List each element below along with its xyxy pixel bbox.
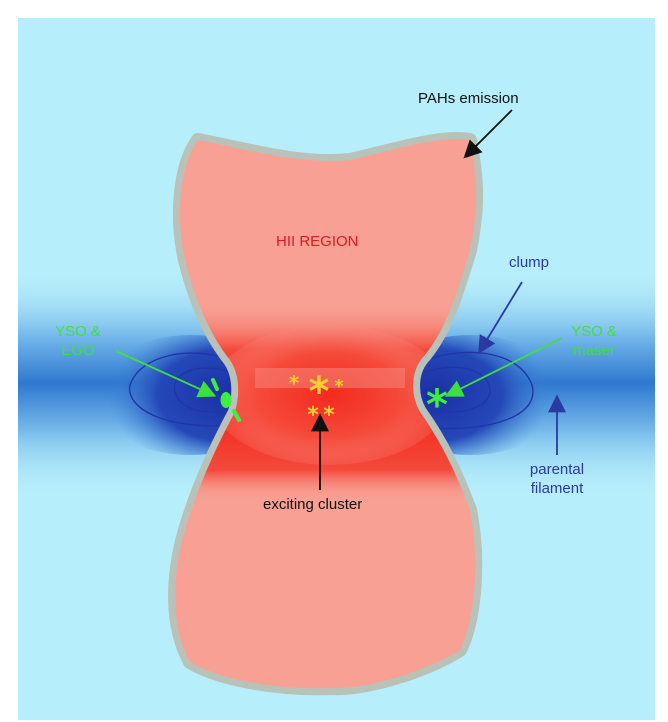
yso-ego-label-line2: EGO [52, 341, 104, 360]
pahs-emission-label: PAHs emission [418, 89, 519, 108]
yso-ego-label-line1: YSO & [52, 322, 104, 341]
clump-label: clump [509, 253, 549, 272]
star-small-2: * [334, 376, 344, 397]
yso-maser-label-line2: maser [566, 341, 622, 360]
parental-filament-label: parental filament [522, 460, 592, 498]
star-small-4: * [323, 403, 335, 428]
star-small-3: * [307, 403, 319, 428]
yso-maser-label-line1: YSO & [566, 322, 622, 341]
yso-ego-label: YSO & EGO [52, 322, 104, 360]
star-small-1: * [289, 371, 300, 395]
hii-region-label: HII REGION [276, 232, 359, 251]
yso-maser-marker: * [426, 380, 448, 429]
parental-filament-label-line1: parental [522, 460, 592, 479]
parental-filament-label-line2: filament [522, 479, 592, 498]
yso-ego-marker [221, 392, 232, 408]
exciting-cluster-label: exciting cluster [263, 495, 362, 514]
yso-maser-label: YSO & maser [566, 322, 622, 360]
